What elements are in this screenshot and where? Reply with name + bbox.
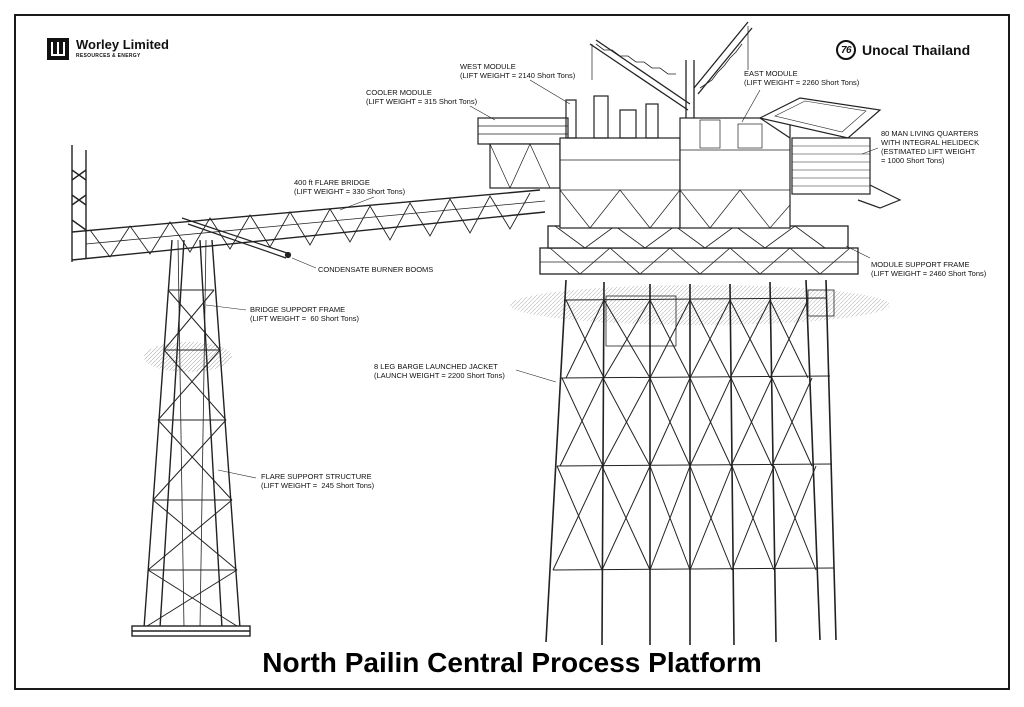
sea-level-patch-right [510,285,890,325]
drawing-title: North Pailin Central Process Platform [262,647,762,678]
module-support-frame [539,225,859,275]
flare-bridge-truss [71,145,546,262]
sea-level-patch-left [144,342,232,372]
callout-jacket: 8 LEG BARGE LAUNCHED JACKET (LAUNCH WEIG… [374,362,505,380]
unocal-name: Unocal Thailand [862,42,971,58]
callout-cooler-module: COOLER MODULE (LIFT WEIGHT = 315 Short T… [366,88,478,106]
callout-living-quarters: 80 MAN LIVING QUARTERS WITH INTEGRAL HEL… [881,129,980,165]
callout-flare-bridge: 400 ft FLARE BRIDGE (LIFT WEIGHT = 330 S… [294,178,406,196]
callout-bridge-support: BRIDGE SUPPORT FRAME (LIFT WEIGHT = 60 S… [250,305,359,323]
worley-mark-icon [47,38,69,60]
flare-support-tower [131,239,251,637]
callout-condensate-booms: CONDENSATE BURNER BOOMS [318,265,434,274]
callout-west-module: WEST MODULE (LIFT WEIGHT = 2140 Short To… [460,62,576,80]
unocal-logo: 76 Unocal Thailand [836,40,970,60]
callout-module-support: MODULE SUPPORT FRAME (LIFT WEIGHT = 2460… [871,260,987,278]
worley-subtitle: RESOURCES & ENERGY [76,53,141,59]
callout-flare-support: FLARE SUPPORT STRUCTURE (LIFT WEIGHT = 2… [261,472,375,490]
unocal-76-icon: 76 [836,40,856,60]
callout-east-module: EAST MODULE (LIFT WEIGHT = 2260 Short To… [744,69,860,87]
condensate-burner-booms [181,217,292,259]
flare-bridge-diagonals [89,192,531,258]
barge-launched-jacket [545,279,837,646]
callout-leaders [205,79,879,479]
east-module [679,117,791,229]
worley-name: Worley Limited [76,37,169,52]
living-quarters [758,97,902,209]
west-module [559,95,681,229]
worley-logo: Worley Limited RESOURCES & ENERGY [47,38,169,60]
drawing-border [14,14,1010,690]
cooler-module [477,117,569,189]
